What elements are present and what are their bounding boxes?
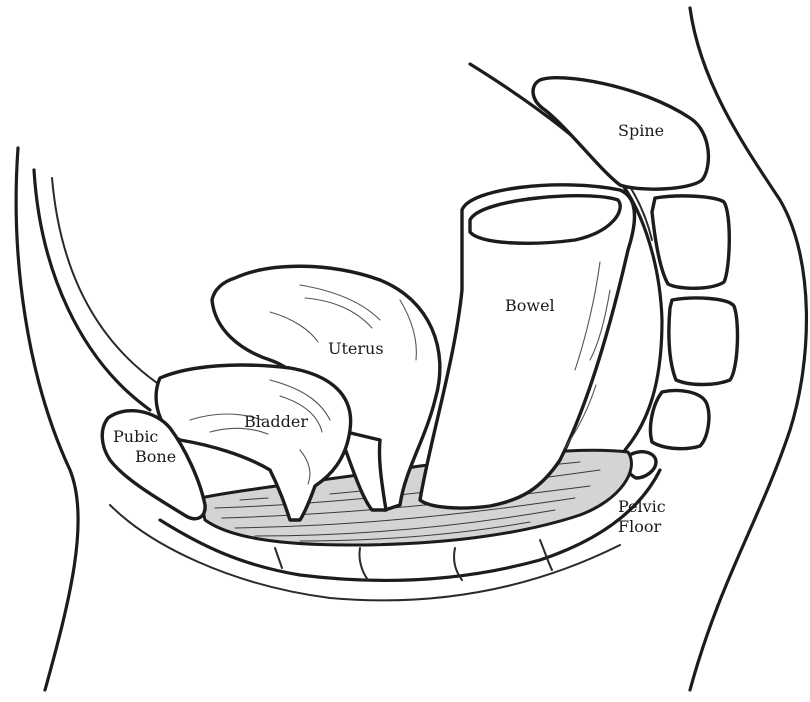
label-pubic-bone: Pubic Bone (113, 427, 176, 467)
vertebra-4 (650, 390, 708, 448)
vertebra-2 (652, 196, 729, 288)
label-pelvic-floor: Pelvic Floor (618, 497, 666, 537)
label-uterus: Uterus (328, 339, 384, 359)
abdomen-front-contour (16, 148, 78, 690)
vaginal-opening (359, 548, 368, 580)
label-pelvic-floor-line1: Pelvic (618, 497, 666, 517)
label-pubic-bone-line1: Pubic (113, 427, 176, 447)
abdominal-wall-outer (34, 170, 150, 410)
label-pubic-bone-line2: Bone (113, 447, 176, 467)
label-bladder: Bladder (244, 412, 308, 432)
label-pelvic-floor-line2: Floor (618, 517, 666, 537)
abdominal-wall-inner (52, 178, 160, 385)
vertebra-3 (669, 298, 738, 385)
label-bowel: Bowel (505, 296, 555, 316)
urethra-opening (275, 548, 282, 568)
label-spine: Spine (618, 121, 664, 141)
